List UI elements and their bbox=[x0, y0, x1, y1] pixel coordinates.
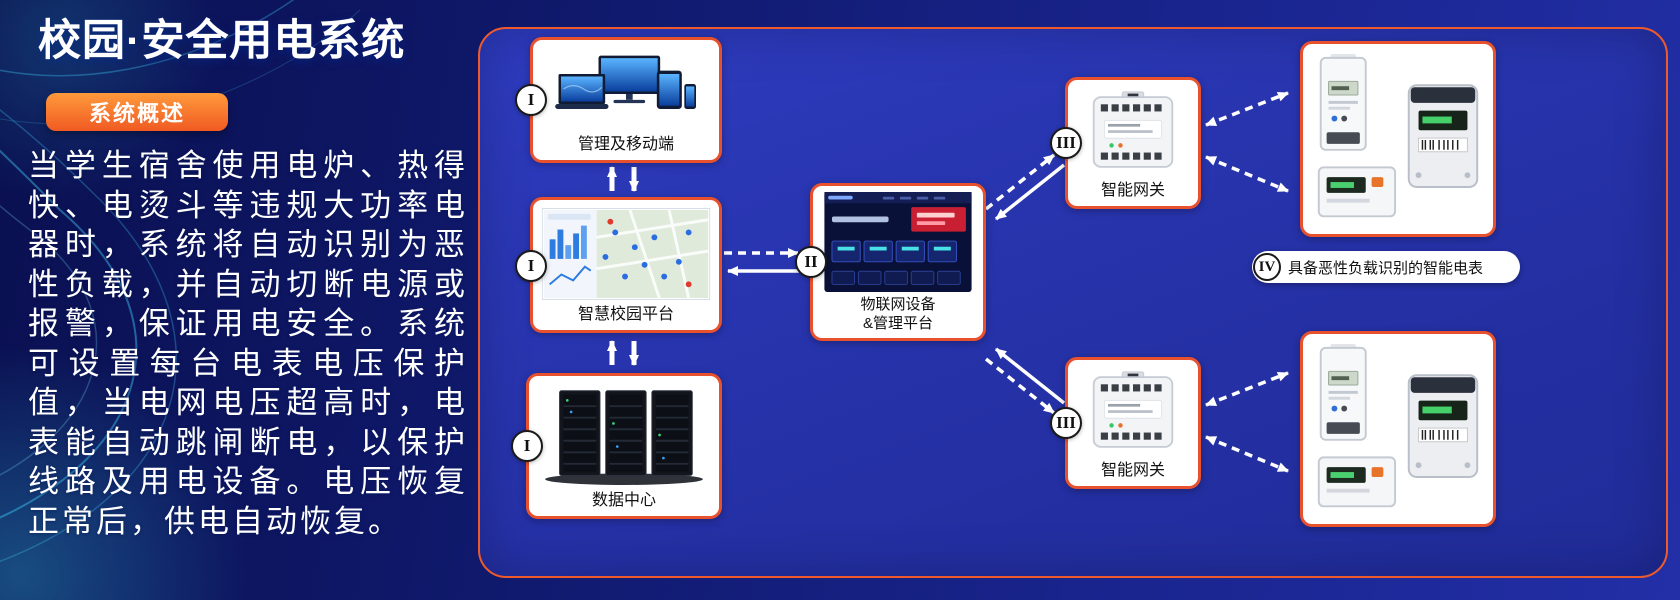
numeral-badge-2: I bbox=[515, 250, 547, 282]
node-gateway-bottom: III 智能网关 bbox=[1050, 357, 1201, 489]
node-gateway-top: III 智能网关 bbox=[1050, 77, 1201, 209]
numeral-badge-7: IV bbox=[1253, 253, 1281, 281]
page-title: 校园·安全用电系统 bbox=[38, 17, 406, 65]
node-iot-platform-label: 物联网设备 &管理平台 bbox=[858, 293, 937, 338]
sidebar: 校园·安全用电系统 系统概述 当学生宿舍使用电炉、热得快、电烫斗等违规大功率电器… bbox=[0, 0, 478, 600]
numeral-badge-3: I bbox=[511, 430, 543, 462]
node-gateway-bottom-label: 智能网关 bbox=[1100, 462, 1165, 479]
iot-dashboard-illustration bbox=[813, 186, 983, 293]
gateway-device-illustration bbox=[1068, 360, 1198, 459]
smart-meters-illustration bbox=[1303, 334, 1493, 524]
smart-meters-illustration bbox=[1303, 44, 1493, 234]
node-meters-bottom bbox=[1300, 331, 1496, 527]
smart-meters-caption: IV 具备恶性负载识别的智能电表 bbox=[1252, 251, 1520, 283]
gateway-device-illustration bbox=[1068, 80, 1198, 179]
numeral-badge-6: III bbox=[1050, 407, 1082, 439]
numeral-badge-1: I bbox=[515, 84, 547, 116]
node-data-center: I bbox=[511, 373, 722, 519]
numeral-badge-4: II bbox=[795, 246, 827, 278]
server-racks-illustration bbox=[529, 376, 719, 489]
node-iot-platform: II bbox=[795, 183, 986, 341]
diagram-panel: I 管理及移动端 bbox=[478, 27, 1668, 578]
smart-meters-label: 具备恶性负载识别的智能电表 bbox=[1288, 259, 1484, 277]
node-management-mobile: I 管理及移动端 bbox=[515, 37, 722, 163]
node-management-label: 管理及移动端 bbox=[577, 136, 674, 153]
node-data-center-label: 数据中心 bbox=[591, 492, 656, 509]
numeral-badge-5: III bbox=[1050, 127, 1082, 159]
devices-illustration bbox=[533, 40, 719, 133]
node-meters-top bbox=[1300, 41, 1496, 237]
iot-label-line2: &管理平台 bbox=[862, 315, 933, 332]
node-gateway-top-label: 智能网关 bbox=[1100, 182, 1165, 199]
campus-dashboard-illustration bbox=[533, 200, 719, 303]
node-campus-platform-label: 智慧校园平台 bbox=[577, 306, 674, 323]
system-description: 当学生宿舍使用电炉、热得快、电烫斗等违规大功率电器时，系统将自动识别为恶性负载，… bbox=[28, 148, 468, 539]
node-campus-platform: I 智慧校园平台 bbox=[515, 197, 722, 333]
overview-badge: 系统概述 bbox=[46, 93, 228, 131]
iot-label-line1: 物联网设备 bbox=[860, 296, 936, 313]
